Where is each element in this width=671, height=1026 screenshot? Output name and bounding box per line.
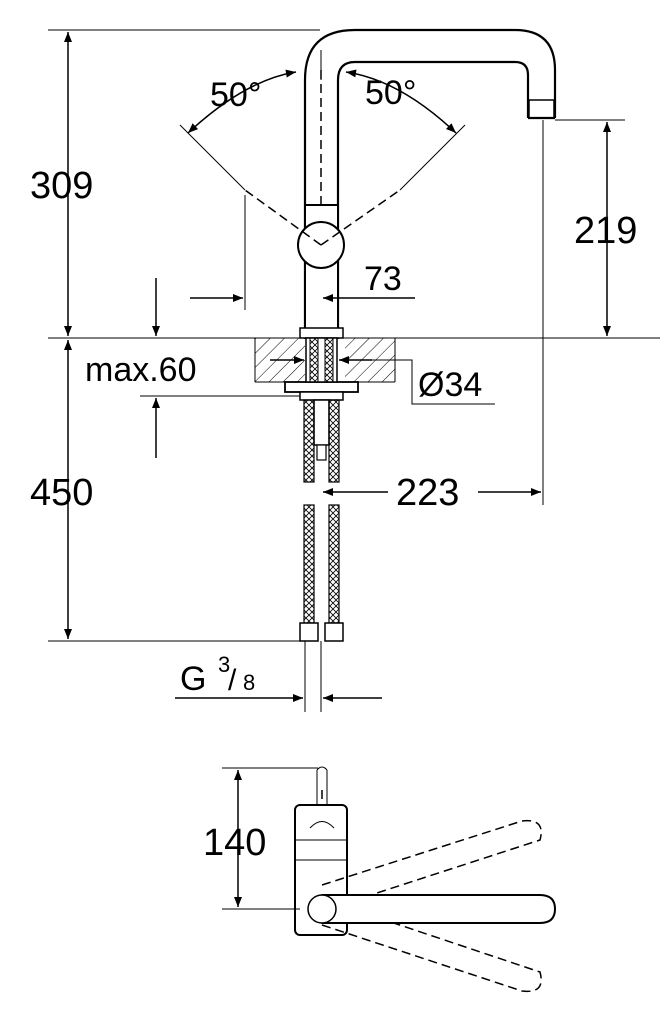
angle-right-label: 50° (365, 74, 416, 112)
faucet-body (297, 204, 345, 339)
dim-223-label: 223 (396, 472, 459, 514)
handle-swing-down (321, 904, 542, 993)
dim-219-label: 219 (574, 210, 637, 252)
leader-line-34 (372, 359, 495, 405)
angle-arc-left (187, 69, 297, 134)
side-view: 50° 50° 309 219 (30, 28, 660, 712)
dim-max60-label: max.60 (85, 351, 197, 389)
thread-slash: / (228, 664, 237, 697)
thread-numerator-label: 3 (218, 652, 230, 677)
dim-309-label: 309 (30, 165, 93, 207)
dim-140-label: 140 (203, 822, 266, 864)
dim-d34-label: Ø34 (418, 366, 482, 404)
supply-hoses (299, 399, 344, 712)
angle-left-label: 50° (210, 76, 261, 114)
spout (303, 28, 557, 338)
dim-73-label: 73 (364, 260, 402, 298)
handle-lever (314, 894, 557, 924)
top-view: 140 (203, 766, 557, 993)
thread-prefix-label: G (180, 660, 206, 698)
thread-denominator-label: 8 (243, 670, 255, 695)
angle-arc-right (345, 69, 457, 134)
dim-450-label: 450 (30, 472, 93, 514)
handle-swing-lines (179, 50, 466, 246)
handle-swing-up (321, 819, 542, 906)
